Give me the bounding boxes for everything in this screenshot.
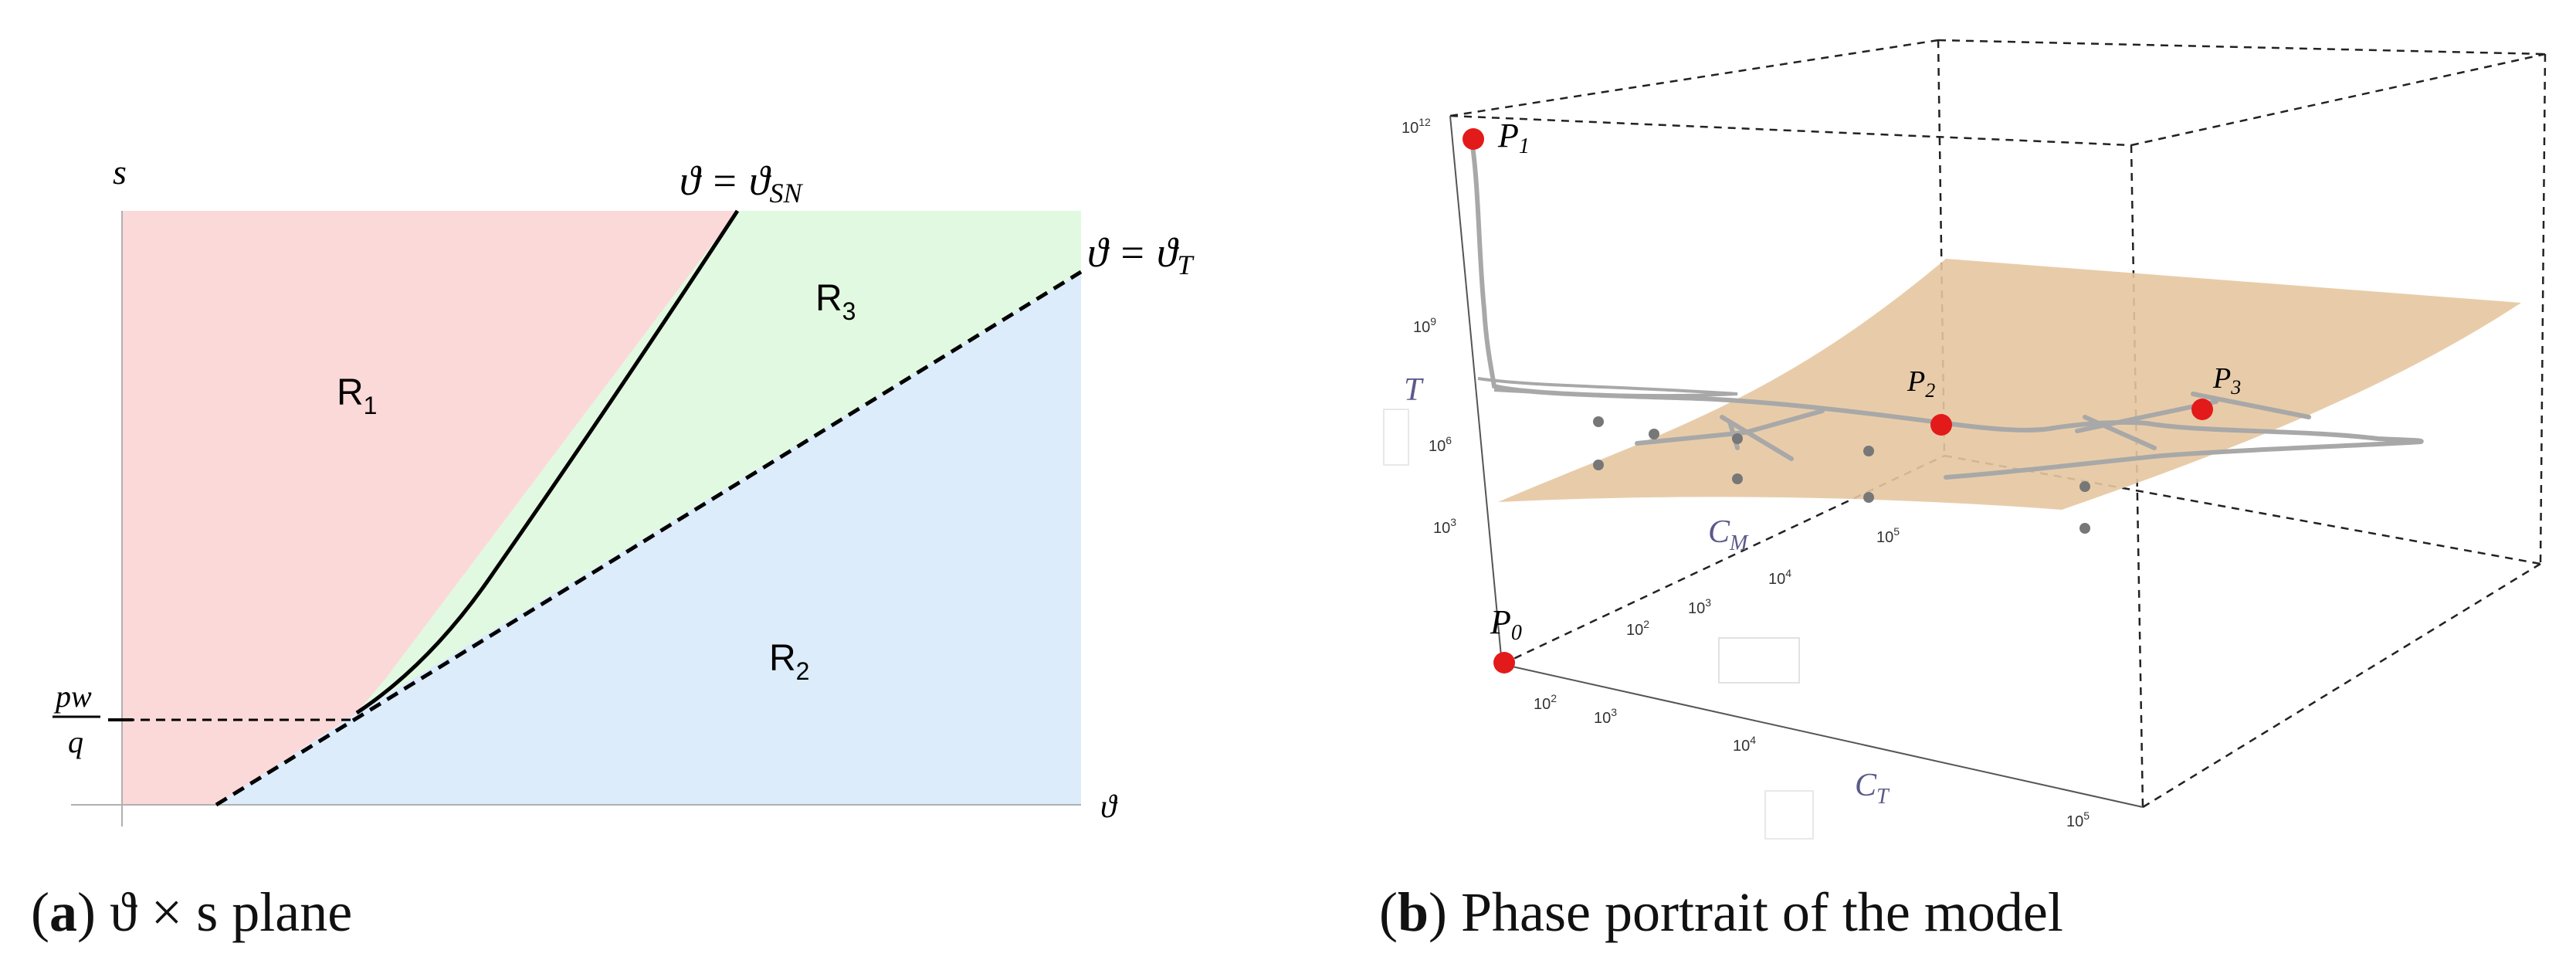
ct-tick: 103: [1594, 706, 1617, 727]
caption-b: (b) Phase portrait of the model: [1379, 881, 2063, 943]
fixed-points: [1463, 128, 2213, 674]
axis-cm-label: CM: [1708, 514, 1749, 555]
axis-ct-label: CT: [1855, 768, 1890, 809]
cm-axis-ticks: 102 103 104 105: [1626, 525, 1900, 639]
cm-tick: 105: [1876, 525, 1900, 546]
ct-axis-ticks: 102 103 104 105: [1534, 692, 2090, 830]
ct-tick: 102: [1534, 692, 1557, 713]
nullcline-surface: [1498, 259, 2521, 510]
panel-a: s ϑ ϑ = ϑSN ϑ = ϑT R1 R3 R2 pw q: [53, 152, 1195, 826]
pwq-denominator: q: [68, 724, 83, 759]
box-front-edges: [1449, 115, 2144, 808]
t-tick: 109: [1413, 315, 1436, 336]
cm-tick: 103: [1688, 596, 1711, 617]
axis-y-label: s: [113, 152, 127, 192]
curve-t-label: ϑ = ϑT: [1087, 229, 1195, 280]
point-p2-label: P2: [1907, 365, 1935, 402]
point-p3-label: P3: [2212, 362, 2241, 399]
axis-t-label: T: [1404, 372, 1424, 408]
panel-b: P0 P1 P2 P3 T CM CT 1012 109 106 103 102…: [1383, 39, 2547, 840]
trajectory-start-loop: [1477, 377, 1738, 398]
region-r1-label: R1: [337, 372, 377, 419]
t-axis-ticks: 1012 109 106 103: [1402, 116, 1456, 537]
region-r3: [357, 211, 1081, 713]
curve-theta-t: [215, 270, 1083, 807]
blank-box: [1718, 637, 1800, 684]
point-p1-label: P1: [1497, 117, 1530, 158]
ct-tick: 104: [1733, 734, 1756, 755]
trajectory: [1469, 138, 2424, 480]
t-tick: 1012: [1402, 116, 1431, 137]
caption-a: (a) ϑ × s plane: [31, 881, 353, 943]
t-tick: 103: [1433, 516, 1456, 537]
curve-theta-sn: [355, 209, 740, 715]
point-p3: [2191, 399, 2213, 420]
point-p1: [1463, 128, 1484, 150]
point-p0-label: P0: [1490, 603, 1522, 645]
ct-tick: 105: [2066, 809, 2090, 830]
caption-b-text: Phase portrait of the model: [1447, 881, 2063, 943]
point-p0: [1493, 652, 1515, 674]
pwq-numerator: pw: [53, 679, 92, 714]
region-r2-label: R2: [769, 638, 809, 685]
curve-sn-label: ϑ = ϑSN: [680, 158, 803, 209]
blank-box: [1383, 409, 1409, 466]
sample-dots: [1593, 416, 2090, 534]
region-r1: [122, 211, 737, 805]
caption-a-letter: a: [49, 881, 77, 943]
caption-a-text: ϑ × s plane: [95, 881, 353, 943]
blank-box: [1764, 790, 1814, 840]
cm-tick: 102: [1626, 618, 1649, 639]
point-p2: [1930, 414, 1952, 436]
region-r3-label: R3: [815, 278, 856, 325]
axis-x-label: ϑ: [1100, 789, 1118, 825]
t-tick: 106: [1429, 434, 1452, 455]
caption-b-letter: b: [1397, 881, 1429, 943]
cm-tick: 104: [1768, 567, 1791, 588]
